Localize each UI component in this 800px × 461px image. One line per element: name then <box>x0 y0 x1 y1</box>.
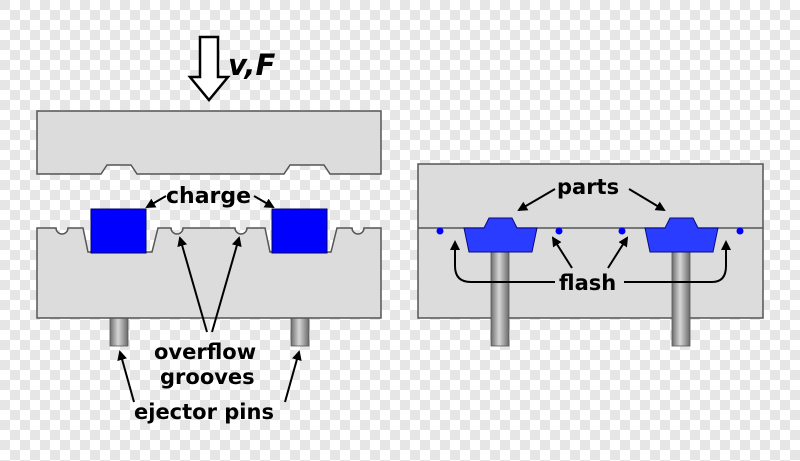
molded-part-left <box>463 217 538 253</box>
overflow-arrow-1 <box>177 236 208 333</box>
parts-label: parts <box>557 175 619 199</box>
molded-part-right <box>644 217 719 253</box>
flash-dot-4 <box>736 227 744 235</box>
force-label: v,F <box>228 48 276 82</box>
parts-arrow-right <box>628 188 666 212</box>
grooves-label: grooves <box>160 365 255 389</box>
flash-dot-2 <box>555 227 563 235</box>
ejector-arrow-right <box>284 350 302 403</box>
overflow-arrow-2 <box>211 236 242 333</box>
force-arrow-icon <box>187 35 231 102</box>
upper-mold-half <box>36 110 382 175</box>
charge-label: charge <box>166 184 251 209</box>
ejector-pin-right-1 <box>490 249 510 347</box>
flash-arrow-left-inner <box>551 236 573 269</box>
flash-arrow-curved-left <box>450 240 555 283</box>
parts-arrow-left <box>517 188 556 212</box>
flash-dot-1 <box>436 227 444 235</box>
charge-left <box>90 208 147 254</box>
ejector-pin-right-2 <box>671 249 691 347</box>
lower-mold-half <box>36 227 382 319</box>
ejector-pins-label: ejector pins <box>134 400 274 424</box>
ejector-arrow-left <box>117 350 135 403</box>
flash-arrow-curved-right <box>624 240 731 283</box>
flash-label: flash <box>559 271 616 295</box>
flash-dot-3 <box>618 227 626 235</box>
flash-arrow-right-inner <box>607 236 629 269</box>
charge-arrow-right <box>253 195 275 209</box>
charge-arrow-left <box>145 195 167 209</box>
overflow-label: overflow <box>154 340 256 364</box>
charge-right <box>271 208 328 254</box>
